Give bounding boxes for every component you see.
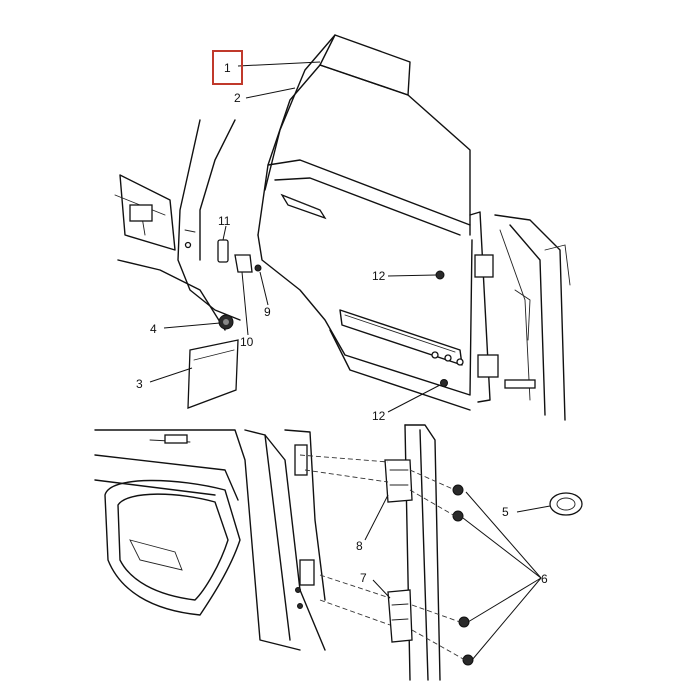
callout-9: 9 — [264, 305, 271, 319]
part-10-striker — [234, 254, 253, 273]
part-8-hinge — [384, 459, 413, 503]
callout-12-top: 12 — [372, 269, 386, 283]
part-9-screw — [254, 264, 262, 272]
small-parts — [187, 239, 583, 516]
callout-3: 3 — [136, 377, 143, 391]
callout-4: 4 — [150, 322, 157, 336]
callout-1-highlight-box — [212, 50, 243, 85]
part-3-pad — [187, 339, 239, 409]
leader-lines — [149, 61, 551, 661]
callout-7: 7 — [360, 571, 367, 585]
callout-2: 2 — [234, 91, 241, 105]
callout-11: 11 — [218, 214, 231, 228]
quarter-panel-c-pillar — [114, 119, 241, 331]
callout-5: 5 — [502, 505, 509, 519]
door-inner-panel — [94, 424, 474, 681]
part-11-bracket — [217, 239, 229, 263]
callout-10: 10 — [240, 335, 254, 349]
callout-12-bottom: 12 — [372, 409, 386, 423]
callout-6: 6 — [541, 572, 548, 586]
part-7-hinge — [387, 589, 413, 643]
callout-labels: 1 2 3 4 5 6 7 8 9 10 11 12 12 — [136, 61, 548, 586]
part-5-plug — [549, 492, 583, 516]
callout-8: 8 — [356, 539, 363, 553]
callout-1: 1 — [224, 61, 231, 75]
rear-door-assembly — [257, 34, 571, 421]
